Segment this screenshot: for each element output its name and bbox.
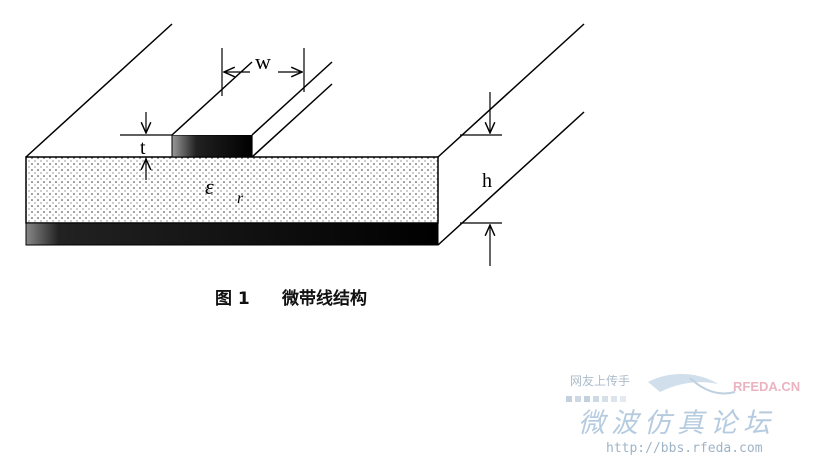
figure-title: 微带线结构 [281,288,367,309]
watermark-tagline: 网友上传手 [570,373,630,388]
watermark: 网友上传手 RFEDA.CN 微波仿真论坛 http://bbs.rfeda.c… [566,373,800,456]
strip-conductor [171,134,253,158]
strip-top-face [172,62,332,135]
ground-plane [25,222,439,246]
height-label: h [482,170,492,192]
watermark-url: http://bbs.rfeda.com [606,441,763,456]
watermark-forum-name: 微波仿真论坛 [578,408,776,439]
strip-right-bottom-edge [251,83,333,158]
strip-left-top-edge [171,61,253,136]
watermark-brand: RFEDA.CN [733,379,800,394]
substrate-dielectric [25,156,439,224]
substrate-right-top-edge [437,23,585,158]
width-label: w [255,49,271,74]
substrate-right-bottom-edge [437,111,585,246]
watermark-squares [566,396,626,402]
thickness-label: t [140,137,146,159]
permittivity-symbol: ε [205,174,214,199]
figure-number: 图 1 [215,289,250,309]
strip-right-top-edge [251,61,333,136]
bird-logo-icon [648,373,736,395]
substrate-left-edge [25,23,173,158]
permittivity-subscript: r [237,190,244,207]
